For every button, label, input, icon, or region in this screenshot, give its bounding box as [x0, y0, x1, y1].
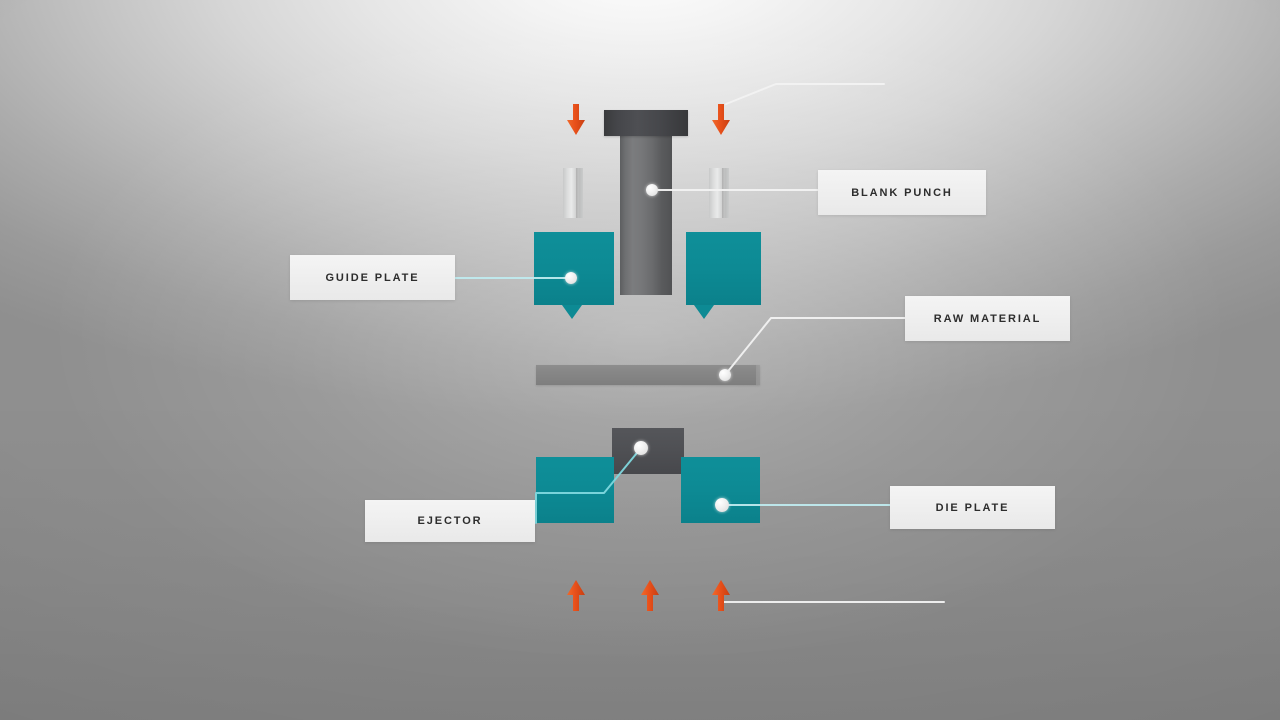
- up-arrow-right-icon: [712, 580, 730, 611]
- up-arrow-left-icon: [567, 580, 585, 611]
- label-guide-plate[interactable]: GUIDE PLATE: [290, 255, 455, 300]
- die-plate-right: [681, 457, 760, 523]
- guide-pin-left: [563, 168, 583, 218]
- guide-plate-left: [534, 232, 614, 319]
- guide-plate-left-tab: [562, 305, 582, 319]
- label-die-plate[interactable]: DIE PLATE: [890, 486, 1055, 529]
- raw-material-edge: [756, 365, 760, 385]
- dot-guide-plate: [565, 272, 577, 284]
- dot-die-plate: [715, 498, 729, 512]
- blank-punch-body: [620, 136, 672, 295]
- label-blank-punch-text: BLANK PUNCH: [851, 186, 953, 199]
- guide-pin-right: [709, 168, 729, 218]
- guide-pin-left-slot: [576, 168, 579, 218]
- die-plate-left: [536, 457, 614, 523]
- label-blank-punch[interactable]: BLANK PUNCH: [818, 170, 986, 215]
- dot-ejector: [634, 441, 648, 455]
- up-arrow-center-icon: [641, 580, 659, 611]
- label-die-plate-text: DIE PLATE: [935, 501, 1010, 514]
- dot-raw-material: [719, 369, 731, 381]
- down-arrow-right-icon: [712, 104, 730, 135]
- label-ejector[interactable]: EJECTOR: [365, 500, 535, 542]
- label-ejector-text: EJECTOR: [417, 515, 483, 527]
- blank-punch-head: [604, 110, 688, 136]
- guide-plate-right: [686, 232, 761, 319]
- ejector-block: [612, 428, 684, 474]
- guide-pin-right-slot: [722, 168, 725, 218]
- label-raw-material[interactable]: RAW MATERIAL: [905, 296, 1070, 341]
- dot-blank-punch: [646, 184, 658, 196]
- guide-plate-right-tab: [694, 305, 714, 319]
- label-raw-material-text: RAW MATERIAL: [933, 312, 1042, 325]
- down-arrow-left-icon: [567, 104, 585, 135]
- label-guide-plate-text: GUIDE PLATE: [325, 271, 420, 284]
